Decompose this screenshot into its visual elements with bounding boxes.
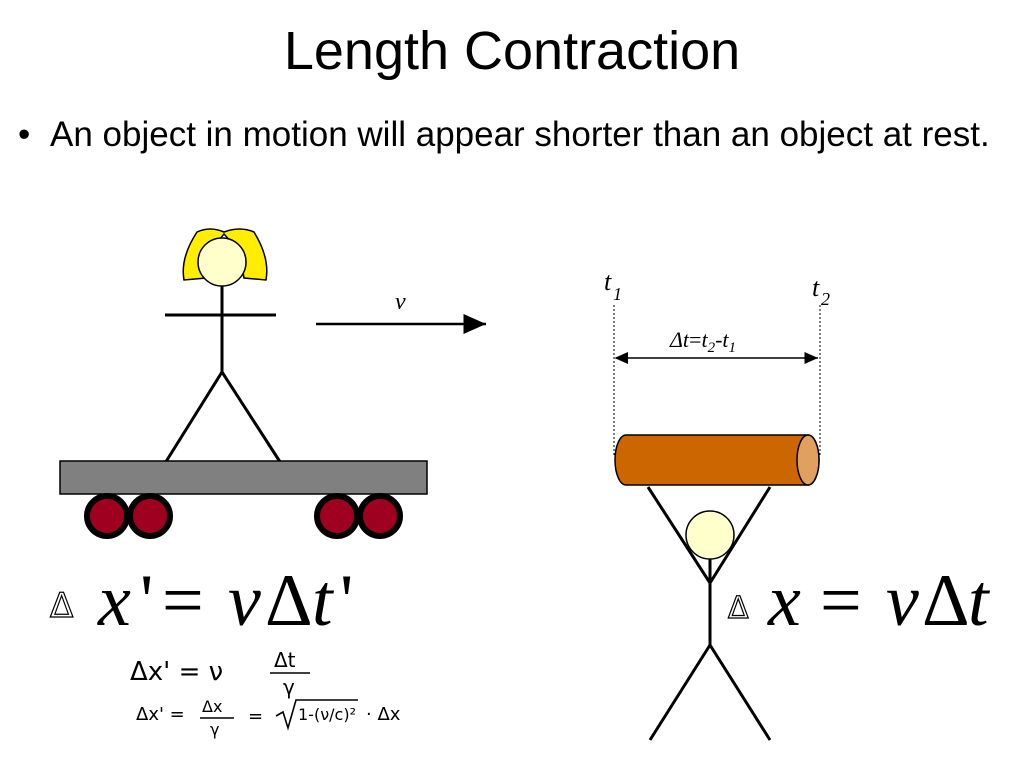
bullet-point: • An object in motion will appear shorte… <box>18 112 1008 158</box>
right-arm <box>708 486 772 584</box>
velocity-arrow: v <box>316 289 486 334</box>
formula-moving-equals: = <box>162 560 204 642</box>
delta-symbol: Δ <box>669 327 683 352</box>
cart-platform <box>59 460 428 495</box>
moving-observer <box>160 228 286 469</box>
rod-end <box>796 434 820 486</box>
head <box>197 237 247 287</box>
left-leg <box>648 644 712 741</box>
note-line2-equals: = <box>248 706 263 727</box>
formula-moving-v: v <box>228 560 261 642</box>
formula-rest-v: v <box>886 560 919 642</box>
note-line2-tail: · Δx <box>366 704 401 725</box>
delta-t-label: Δt=t2-t1 <box>669 327 736 356</box>
left-leg <box>160 371 224 469</box>
velocity-label: v <box>395 289 406 315</box>
wheel <box>127 493 173 539</box>
note-line1-numerator: Δt <box>274 648 296 672</box>
t1-subscript: 1 <box>613 284 622 304</box>
rest-observer <box>646 486 772 741</box>
rod <box>614 434 820 486</box>
formula-moving-t: t <box>312 560 335 642</box>
left-arm <box>646 486 712 584</box>
formula-moving-prime2: ' <box>340 560 353 642</box>
time-markers: t 1 t 2 Δt=t2-t1 <box>604 267 830 455</box>
right-leg <box>708 644 772 741</box>
wheel <box>84 493 130 539</box>
formula-moving-prime: ' <box>140 560 153 642</box>
note-line2-numerator: Δx <box>202 697 222 716</box>
rod-body <box>614 434 820 486</box>
handwritten-notes: Δx' = ν Δt γ Δx' = Δx γ = 1-(ν/c)² · Δx <box>130 648 401 739</box>
formula-rest-x: x <box>767 560 801 642</box>
t2-subscript: 2 <box>821 289 830 309</box>
delta-t-minus: - <box>715 327 722 352</box>
sqrt-sign <box>275 699 358 731</box>
handwritten-delta: Δ <box>50 586 73 626</box>
delta-t-sub2: 2 <box>708 340 716 356</box>
delta-t-eq: = <box>689 327 701 352</box>
note-line2-sqrt-content: 1-(ν/c)² <box>298 705 356 724</box>
delta-t: t <box>683 327 690 352</box>
head <box>685 510 735 560</box>
formula-rest: Δ x = v Δ t <box>727 560 991 642</box>
handwritten-delta: Δ <box>728 591 749 626</box>
note-line2-denominator: γ <box>210 720 219 739</box>
right-leg <box>220 371 286 469</box>
formula-rest-t: t <box>968 560 991 642</box>
formula-moving: Δ x ' = v Δ t ' <box>49 560 353 642</box>
delta-t-sub1: 1 <box>729 340 737 356</box>
t2-label: t <box>812 273 820 302</box>
formula-moving-x: x <box>97 560 131 642</box>
bullet-dot: • <box>18 115 31 154</box>
cart <box>59 460 428 539</box>
bullet-text: An object in motion will appear shorter … <box>50 115 990 154</box>
slide-title: Length Contraction <box>283 21 741 81</box>
formula-moving-delta: Δ <box>265 560 313 642</box>
delta-t-t2: t <box>701 327 708 352</box>
wheel <box>314 493 360 539</box>
note-line1-lhs: Δx' = ν <box>130 657 223 687</box>
note-line1-denominator: γ <box>283 675 295 699</box>
formula-rest-delta: Δ <box>922 560 970 642</box>
wheel <box>357 493 403 539</box>
t1-label: t <box>604 267 612 296</box>
formula-rest-equals: = <box>820 560 862 642</box>
note-line2-lhs: Δx' = <box>136 704 185 725</box>
delta-t-t1: t <box>722 327 729 352</box>
